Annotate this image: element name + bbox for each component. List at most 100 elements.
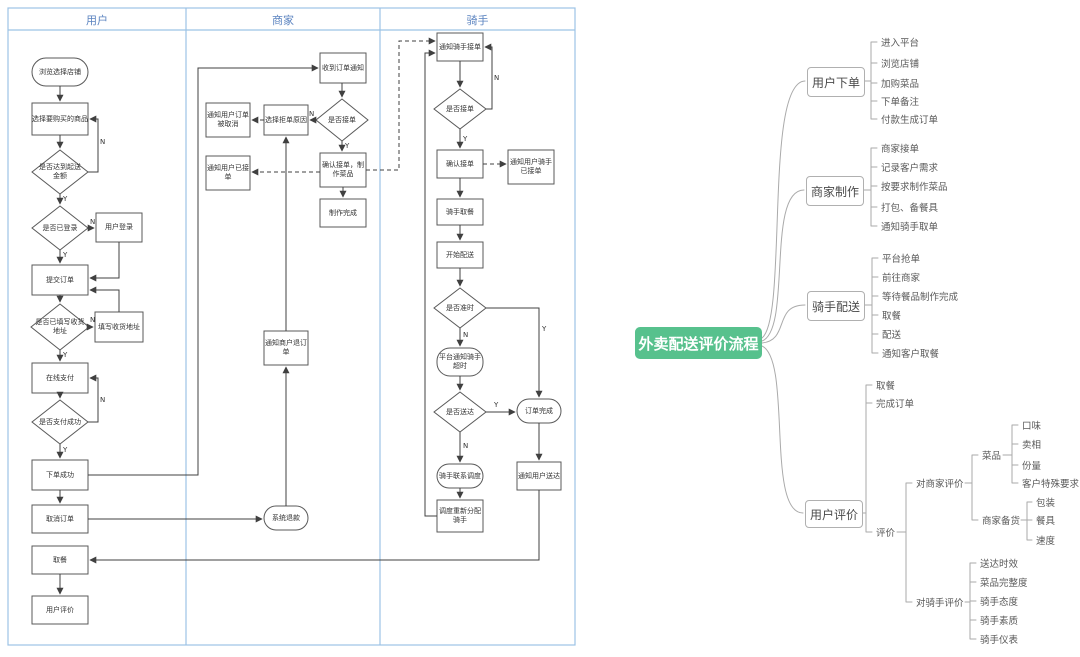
mindmap-node-review: 评价	[876, 528, 896, 539]
mindmap-leaf: 卖相	[1022, 440, 1042, 451]
mindmap-node-user-review: 用户评价	[805, 500, 863, 528]
mindmap-leaf: 商家接单	[881, 144, 920, 155]
flow-node-login: 用户登录	[105, 223, 133, 232]
edge-label-yes: Y	[542, 325, 547, 333]
flow-node-pay-online: 在线支付	[46, 373, 74, 382]
mindmap-leaf: 前往商家	[882, 273, 921, 284]
flow-node-user-review: 用户评价	[46, 605, 74, 614]
mindmap-leaf: 包装	[1036, 498, 1056, 509]
mindmap-leaf: 骑手仪表	[980, 635, 1019, 646]
flow-decision-address-filled: 是否已填写收货地址	[35, 318, 85, 335]
mindmap-leaf: 记录客户需求	[881, 163, 939, 174]
edge-label-yes: Y	[63, 351, 68, 359]
flow-node-rider-confirm: 确认接单	[446, 159, 474, 168]
edge-label-no: N	[463, 442, 469, 450]
mindmap-leaf: 付款生成订单	[881, 115, 939, 126]
flow-node-reassign-rider: 调度重新分配骑手	[439, 507, 481, 524]
edge-label-yes: Y	[345, 142, 350, 150]
flow-node-make-done: 制作完成	[329, 208, 357, 217]
mindmap-leaf: 通知骑手取单	[881, 222, 939, 233]
flowchart-dashed-connectors	[251, 37, 507, 176]
mindmap-leaf: 打包、备餐具	[881, 203, 939, 214]
mindmap-lines	[761, 41, 1033, 640]
mindmap-leaf: 餐具	[1036, 516, 1056, 527]
mindmap-leaf: 骑手素质	[980, 616, 1019, 627]
flow-node-browse-shop: 浏览选择店铺	[39, 67, 81, 76]
flow-node-receive-notice: 收到订单通知	[322, 63, 364, 72]
flow-decision-logged-in: 是否已登录	[42, 223, 78, 232]
mindmap-leaf: 配送	[882, 330, 902, 341]
mindmap-leaf: 等待餐品制作完成	[882, 292, 959, 303]
flow-decision-merchant-accept: 是否接单	[328, 115, 356, 124]
mindmap-leaf: 取餐	[876, 381, 896, 392]
mindmap-leaf: 骑手态度	[980, 597, 1019, 608]
swimlane-frame	[7, 7, 576, 646]
mindmap-node-review-rider: 对骑手评价	[916, 598, 964, 609]
edge-label-no: N	[309, 110, 315, 118]
flow-node-start-delivery: 开始配送	[446, 250, 474, 259]
edge-label-no: N	[494, 74, 500, 82]
edge-label-yes: Y	[63, 251, 68, 259]
mindmap-node-merchant-prep: 商家备货	[982, 516, 1021, 527]
flow-decision-min-amount: 是否达到起送金额	[39, 163, 81, 180]
edge-label-yes: Y	[494, 401, 499, 409]
mindmap-node-merchant-make: 商家制作	[806, 176, 864, 206]
flow-node-notify-cancelled: 通知用户订单被取消	[207, 111, 249, 128]
mindmap-leaf: 进入平台	[881, 38, 920, 49]
lane-header-rider: 骑手	[466, 13, 489, 27]
mindmap-leaf: 完成订单	[876, 399, 915, 410]
flow-node-notify-rider: 通知骑手接单	[439, 42, 481, 51]
mindmap-leaf: 口味	[1022, 421, 1042, 432]
flow-node-rider-pickup: 骑手取餐	[446, 207, 474, 216]
flow-node-notify-refund: 通知商户退订单	[265, 339, 307, 356]
mindmap-leaf: 加购菜品	[881, 79, 920, 90]
edge-label-no: N	[100, 138, 106, 146]
flow-node-notify-accepted: 通知用户已接单	[207, 164, 249, 181]
edge-label-no: N	[90, 316, 96, 324]
flow-node-pickup-meal: 取餐	[53, 555, 67, 564]
flow-node-confirm-make: 确认接单，制作菜品	[322, 161, 364, 178]
mindmap-node-review-merchant: 对商家评价	[916, 479, 964, 490]
mindmap-leaf: 菜品完整度	[980, 578, 1028, 589]
flow-node-order-success: 下单成功	[46, 470, 74, 479]
mindmap-node-dishes: 菜品	[982, 451, 1002, 462]
mindmap-leaf: 送达时效	[980, 559, 1019, 570]
flow-decision-rider-accept: 是否接单	[446, 104, 474, 113]
flow-node-reject-reason: 选择拒单原因	[265, 115, 307, 124]
mindmap-leaf: 按要求制作菜品	[881, 182, 948, 193]
edge-label-yes: Y	[463, 135, 468, 143]
flow-node-order-done: 订单完成	[525, 406, 553, 415]
flow-node-notify-user-rider-accepted: 通知用户骑手已接单	[510, 158, 552, 175]
mindmap-leaf: 通知客户取餐	[882, 349, 940, 360]
flow-node-select-goods: 选择要购买的商品	[32, 114, 88, 123]
flow-decision-pay-success: 是否支付成功	[39, 417, 81, 426]
flow-node-overtime-notice: 平台通知骑手超时	[439, 353, 481, 370]
mindmap-leaf: 下单备注	[881, 97, 920, 108]
flow-node-cancel-order: 取消订单	[46, 514, 74, 523]
mindmap-node-user-order: 用户下单	[807, 67, 865, 97]
edge-label-no: N	[90, 218, 96, 226]
lane-header-user: 用户	[86, 13, 108, 27]
edge-label-no: N	[463, 331, 469, 339]
mindmap-leaf: 速度	[1036, 536, 1056, 547]
mindmap-node-rider-delivery: 骑手配送	[807, 291, 865, 321]
mindmap-leaf: 份量	[1022, 461, 1042, 472]
edge-label-yes: Y	[63, 195, 68, 203]
flow-node-fill-address: 填写收货地址	[98, 322, 140, 331]
mindmap-root: 外卖配送评价流程	[635, 327, 762, 359]
flow-node-contact-dispatch: 骑手联系调度	[439, 471, 481, 480]
flow-node-notify-arrived: 通知用户送达	[518, 471, 560, 480]
flowchart-shapes	[30, 32, 562, 625]
flow-decision-on-time: 是否准时	[446, 303, 474, 312]
lane-header-merchant: 商家	[272, 13, 294, 27]
edge-label-yes: Y	[63, 446, 68, 454]
flow-node-submit-order: 提交订单	[46, 275, 74, 284]
mindmap-leaf: 浏览店铺	[881, 59, 920, 70]
flow-decision-delivered: 是否送达	[446, 407, 474, 416]
mindmap-leaf: 客户特殊要求	[1022, 479, 1080, 490]
mindmap-leaf: 取餐	[882, 311, 902, 322]
mindmap-leaf: 平台抢单	[882, 254, 921, 265]
flowchart-connectors	[56, 43, 543, 595]
